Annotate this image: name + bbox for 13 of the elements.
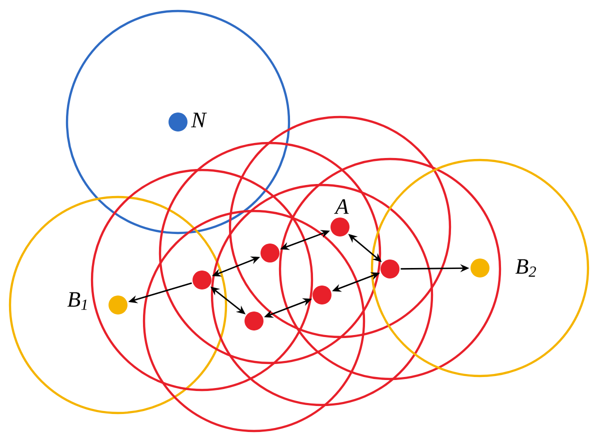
point-label: B$_{2}$ [515, 259, 536, 277]
point-label: A [334, 199, 349, 214]
point-dot [330, 218, 350, 236]
point-dot [192, 270, 212, 290]
point-dot [380, 260, 400, 278]
point-dot [312, 286, 332, 304]
point-label: N [191, 112, 207, 128]
point-dot [108, 296, 128, 314]
point-dot [470, 258, 490, 278]
point-label: B$_{1}$ [67, 292, 87, 310]
point-dot [244, 312, 264, 330]
point-dot [168, 112, 188, 132]
point-dot [260, 244, 280, 262]
